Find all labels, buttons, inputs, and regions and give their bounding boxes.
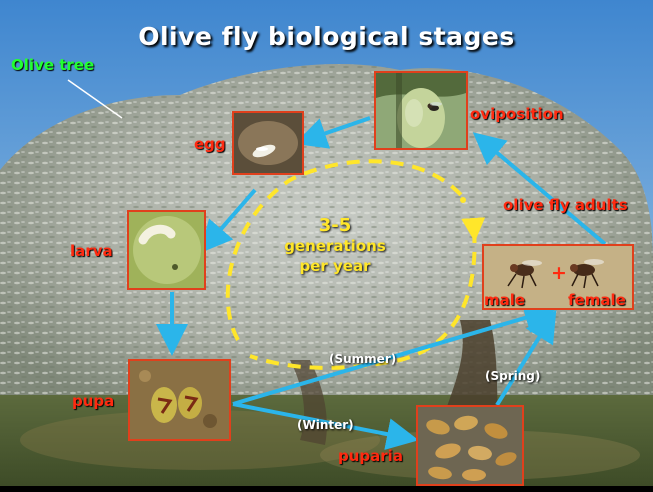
- pupa-label: pupa: [72, 392, 114, 410]
- egg-photo: [232, 111, 304, 175]
- puparia-label: puparia: [338, 447, 403, 465]
- summer-label: (Summer): [329, 352, 396, 366]
- egg-label: egg: [194, 135, 226, 153]
- spring-label: (Spring): [485, 369, 540, 383]
- olive-tree-label: Olive tree: [11, 56, 94, 74]
- generations-count: 3-5: [260, 216, 410, 236]
- oviposition-label: oviposition: [470, 105, 564, 123]
- pupa-photo: [128, 359, 231, 441]
- oviposition-photo: [374, 71, 468, 150]
- adults-label: olive fly adults: [503, 196, 628, 214]
- winter-label: (Winter): [297, 418, 354, 432]
- larva-photo: [127, 210, 206, 290]
- arrow-spring: [497, 320, 550, 405]
- arrow-adults-to-oviposition: [482, 140, 605, 244]
- plus-sign: +: [551, 262, 567, 284]
- per-year-text: per year: [260, 256, 410, 276]
- generations-text: 3-5 generations per year: [260, 216, 410, 276]
- olive-tree-pointer: [68, 80, 122, 118]
- larva-label: larva: [70, 242, 113, 260]
- generations-word: generations: [260, 236, 410, 256]
- arrow-egg-to-larva: [208, 190, 255, 244]
- puparia-photo: [416, 405, 524, 486]
- male-label: male: [484, 291, 525, 309]
- female-label: female: [568, 291, 626, 309]
- arrow-oviposition-to-egg: [306, 118, 370, 140]
